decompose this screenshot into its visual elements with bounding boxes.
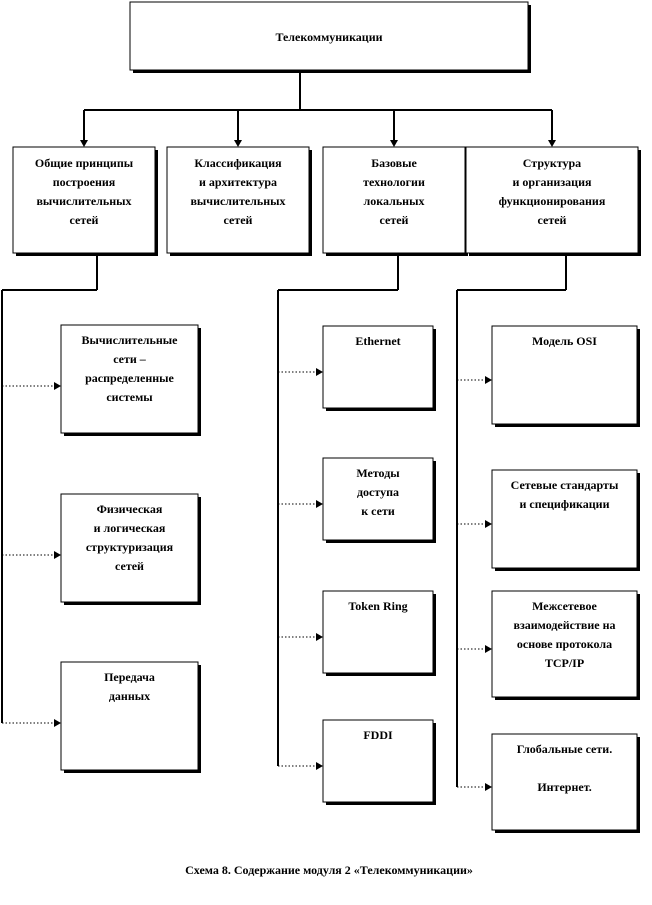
child-box-3-4-label-line: FDDI <box>363 728 393 742</box>
child-box-1-1-label-line: сети – <box>113 352 147 366</box>
child-box-4-3: Межсетевое взаимодействие на основе проток… <box>491 590 640 700</box>
child-box-1-3-label-line: данных <box>109 689 150 703</box>
child-box-4-2: Сетевые стандарты и спецификации <box>491 469 640 571</box>
child-box-4-1-frame <box>491 325 638 425</box>
header-box-3-label-line: сетей <box>380 213 409 227</box>
child-box-4-1-label-line: Модель OSI <box>532 334 597 348</box>
child-arrow <box>485 645 492 653</box>
child-box-3-2-frame <box>322 457 434 541</box>
child-box-1-1-label-line: Вычислительные <box>82 333 179 347</box>
child-box-3-2-label-line: к сети <box>361 504 395 518</box>
child-box-4-2-label-line: Сетевые стандарты <box>511 478 619 492</box>
header-box-3-label-line: технологии <box>363 175 425 189</box>
header-arrow <box>80 140 88 147</box>
child-box-1-2-label-line: и логическая <box>94 521 166 535</box>
child-arrow <box>316 633 323 641</box>
child-box-3-3: Token Ring <box>322 590 436 676</box>
child-arrow <box>485 376 492 384</box>
child-box-4-4-label-line: Интернет. <box>537 780 591 794</box>
child-box-3-3-frame <box>322 590 434 674</box>
child-box-1-2-label-line: структуризация <box>86 540 174 554</box>
header-box-2-label-line: вычислительных <box>190 194 285 208</box>
child-box-3-4-frame <box>322 719 434 803</box>
child-box-3-2: Методы доступа к сети <box>322 457 436 543</box>
child-box-4-3-label-line: основе протокола <box>517 637 612 651</box>
header-box-2-label-line: Классификация <box>194 156 282 170</box>
header-box-4-label-line: Структура <box>523 156 581 170</box>
header-arrow <box>234 140 242 147</box>
child-box-1-3-label-line: Передача <box>104 670 155 684</box>
header-box-2-frame <box>166 146 310 254</box>
header-box-3: Базовые технологии локальных сетей <box>322 146 468 256</box>
header-box-1-frame <box>12 146 156 254</box>
header-box-4-label-line: сетей <box>538 213 567 227</box>
diagram-caption: Схема 8. Содержание модуля 2 «Телекоммун… <box>185 863 473 877</box>
header-box-4-frame <box>465 146 639 254</box>
child-box-3-1: Ethernet <box>322 325 436 411</box>
child-arrow <box>316 368 323 376</box>
child-arrow <box>54 551 61 559</box>
child-box-4-2-frame <box>491 469 638 569</box>
connectors <box>1 70 567 791</box>
child-box-3-4: FDDI <box>322 719 436 805</box>
root-box: Телекоммуникации <box>129 1 531 73</box>
child-box-3-2-label-line: Методы <box>356 466 400 480</box>
root-box-frame <box>129 1 529 71</box>
child-arrow <box>54 382 61 390</box>
child-box-1-2-frame <box>60 493 199 603</box>
header-box-2-label-line: и архитектура <box>199 175 277 189</box>
header-box-3-frame <box>322 146 466 254</box>
child-box-1-2-label-line: сетей <box>115 559 144 573</box>
child-box-1-1-frame <box>60 324 199 434</box>
header-box-2: Классификация и архитектура вычислительных… <box>166 146 312 256</box>
child-box-4-4-label-line: Глобальные сети. <box>517 742 612 756</box>
header-box-1-label-line: Общие принципы <box>35 156 134 170</box>
child-box-1-1-label-line: распределенные <box>85 371 174 385</box>
child-box-1-1-label-line: системы <box>106 390 153 404</box>
child-arrow <box>485 783 492 791</box>
child-box-1-3: Передача данных <box>60 661 201 773</box>
child-box-1-2-label-line: Физическая <box>97 502 163 516</box>
header-box-3-label-line: Базовые <box>371 156 417 170</box>
child-arrow <box>54 719 61 727</box>
child-box-4-3-frame <box>491 590 638 698</box>
child-box-3-3-label-line: Token Ring <box>348 599 407 613</box>
header-box-1-label-line: сетей <box>70 213 99 227</box>
child-arrow <box>316 500 323 508</box>
child-box-4-1: Модель OSI <box>491 325 640 427</box>
header-arrow <box>390 140 398 147</box>
header-box-4-label-line: функционирования <box>499 194 606 208</box>
child-arrow <box>485 520 492 528</box>
child-box-4-2-label-line: и спецификации <box>520 497 610 511</box>
child-box-4-4: Глобальные сети. Интернет. <box>491 733 640 833</box>
child-box-4-3-label-line: TCP/IP <box>545 656 584 670</box>
child-box-4-3-label-line: взаимодействие на <box>513 618 615 632</box>
header-box-4-label-line: и организация <box>512 175 592 189</box>
root-box-label-line: Телекоммуникации <box>275 30 382 44</box>
header-box-4: Структура и организация функционирования се… <box>465 146 641 256</box>
child-box-4-3-label-line: Межсетевое <box>532 599 597 613</box>
child-box-1-1: Вычислительные сети – распределенные систем… <box>60 324 201 436</box>
header-box-2-label-line: сетей <box>224 213 253 227</box>
child-box-3-1-label-line: Ethernet <box>355 334 400 348</box>
child-box-1-2: Физическая и логическая структуризация сете… <box>60 493 201 605</box>
child-box-1-3-frame <box>60 661 199 771</box>
child-box-3-1-frame <box>322 325 434 409</box>
header-box-1: Общие принципы построения вычислительных се… <box>12 146 158 256</box>
child-box-4-4-frame <box>491 733 638 831</box>
child-box-3-2-label-line: доступа <box>357 485 399 499</box>
header-box-3-label-line: локальных <box>364 194 425 208</box>
header-box-1-label-line: вычислительных <box>36 194 131 208</box>
header-box-1-label-line: построения <box>53 175 116 189</box>
header-arrow <box>548 140 556 147</box>
child-arrow <box>316 762 323 770</box>
